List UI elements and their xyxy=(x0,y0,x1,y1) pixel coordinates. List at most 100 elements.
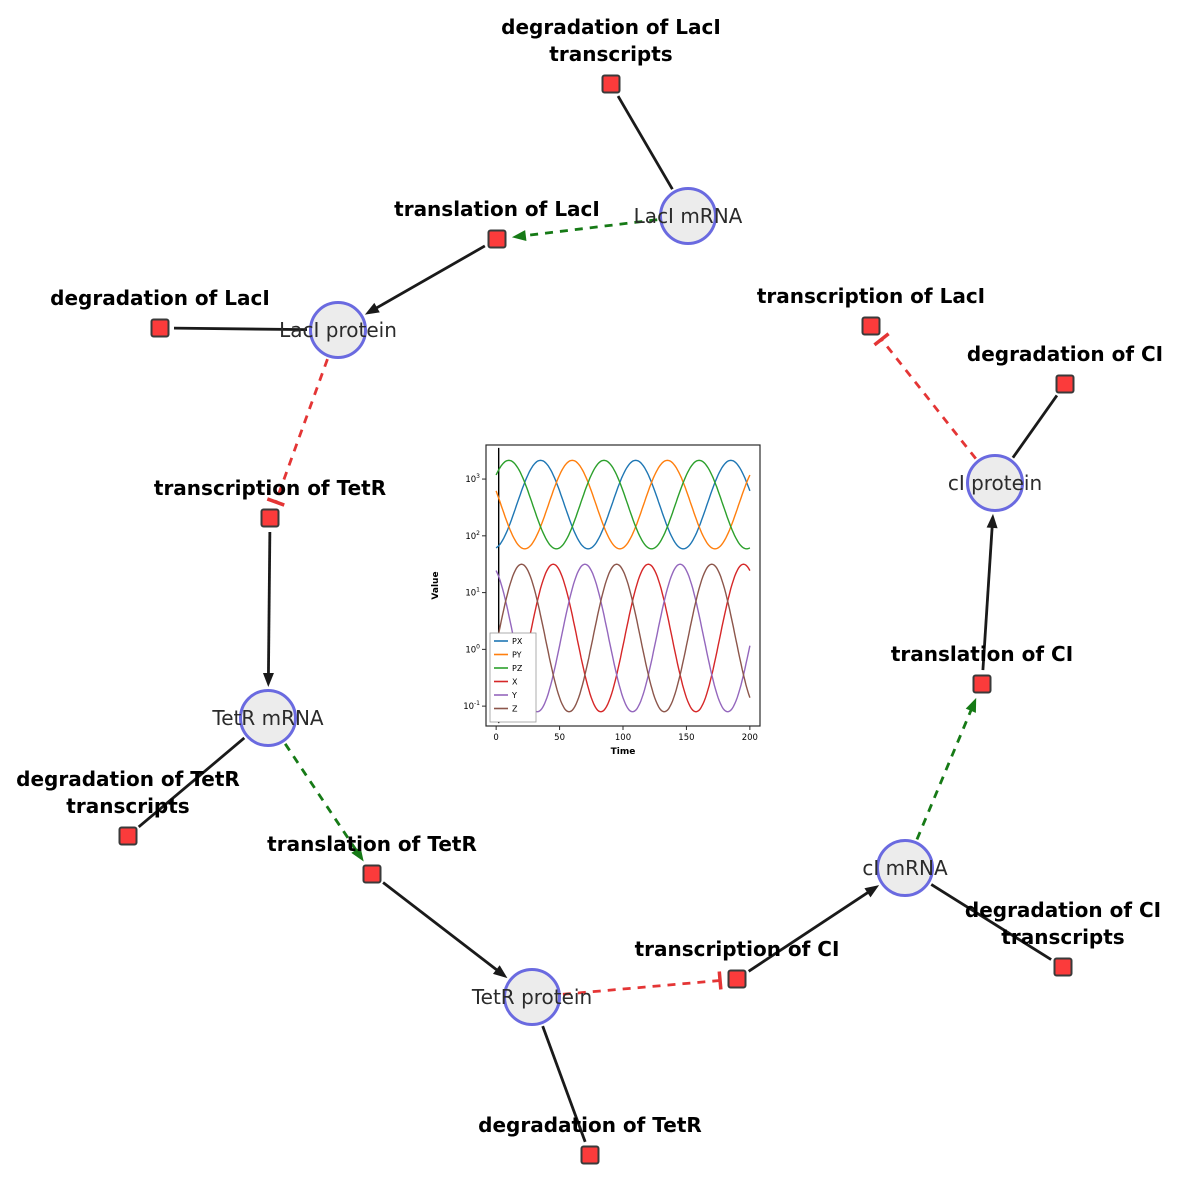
chart-series-Z xyxy=(495,563,751,713)
x-axis-label: Time xyxy=(611,747,636,757)
species-node-ci-mrna[interactable] xyxy=(876,839,934,897)
reaction-label-line: degradation of LacI xyxy=(50,286,270,310)
reaction-label-line: transcripts xyxy=(549,42,673,66)
species-node-ci-protein[interactable] xyxy=(966,454,1024,512)
edge-product-translation-tetr-tetr-protein xyxy=(382,881,501,974)
reaction-label-line: degradation of CI xyxy=(966,342,1164,366)
edge-product-translation-ci-ci-protein xyxy=(981,523,994,671)
arrowhead-icon xyxy=(965,697,977,713)
species-node-laci-protein[interactable] xyxy=(309,301,367,359)
species-label-tetr-mrna: TetR mRNA xyxy=(212,706,324,730)
reaction-label-line: degradation of TetR xyxy=(478,1113,702,1137)
reaction-node-deg-ci-transcripts[interactable] xyxy=(1053,957,1073,977)
inhibition-tbar-icon xyxy=(873,332,890,347)
reaction-node-deg-ci[interactable] xyxy=(1055,374,1075,394)
legend-label-PX: PX xyxy=(512,637,523,646)
reaction-label-translation-ci: translation of CI xyxy=(891,641,1073,668)
species-label-ci-mrna: cI mRNA xyxy=(862,856,948,880)
legend-label-PZ: PZ xyxy=(512,664,523,673)
chart-series-Y xyxy=(495,563,751,713)
arrowhead-icon xyxy=(351,846,364,862)
chart-series-X xyxy=(495,563,751,713)
reaction-label-line: degradation of LacI xyxy=(501,15,721,39)
edge-inhibition-laci-protein-transcription-tetr xyxy=(274,358,329,503)
arrowhead-icon xyxy=(986,513,998,529)
x-tick-label: 100 xyxy=(615,733,631,743)
x-tick-label: 0 xyxy=(493,733,498,743)
reaction-label-deg-ci: degradation of CI xyxy=(967,341,1163,368)
reaction-label-transcription-laci: transcription of LacI xyxy=(757,283,985,310)
reaction-node-translation-ci[interactable] xyxy=(972,674,992,694)
reaction-node-translation-laci[interactable] xyxy=(487,229,507,249)
reaction-label-line: transcripts xyxy=(1001,925,1125,949)
reaction-label-transcription-ci: transcription of CI xyxy=(635,936,840,963)
legend-label-X: X xyxy=(512,677,518,686)
reaction-node-deg-laci-transcripts[interactable] xyxy=(601,74,621,94)
reaction-label-transcription-tetr: transcription of TetR xyxy=(154,475,386,502)
reaction-label-deg-tetr: degradation of TetR xyxy=(478,1112,702,1139)
arrowhead-icon xyxy=(364,302,380,315)
reaction-label-line: degradation of TetR xyxy=(16,767,240,791)
legend-label-Y: Y xyxy=(511,691,517,700)
edge-modifier-tetr-mrna-translation-tetr xyxy=(284,743,360,854)
reaction-label-line: transcription of LacI xyxy=(756,284,986,308)
legend-box xyxy=(489,632,537,723)
species-label-ci-protein: cI protein xyxy=(947,471,1043,495)
species-node-tetr-mrna[interactable] xyxy=(239,689,297,747)
reaction-label-deg-laci-transcripts: degradation of LacI transcripts xyxy=(501,14,721,68)
species-label-tetr-protein: TetR protein xyxy=(471,985,593,1009)
reaction-label-line: translation of CI xyxy=(890,642,1074,666)
species-node-tetr-protein[interactable] xyxy=(503,968,561,1026)
inhibition-tbar-icon xyxy=(717,971,723,990)
chart-series-PY xyxy=(495,459,751,550)
reaction-label-line: transcription of TetR xyxy=(153,476,387,500)
reaction-label-deg-laci: degradation of LacI xyxy=(50,285,270,312)
reaction-label-line: degradation of CI xyxy=(964,898,1162,922)
reaction-label-line: transcripts xyxy=(66,794,190,818)
edge-reactant-laci-mrna-deg-laci-transcripts xyxy=(616,95,674,190)
reaction-label-translation-tetr: translation of TetR xyxy=(267,831,477,858)
reaction-node-transcription-ci[interactable] xyxy=(727,969,747,989)
reaction-label-line: transcription of CI xyxy=(634,937,840,961)
reaction-label-line: translation of TetR xyxy=(267,832,477,856)
species-label-laci-mrna: LacI mRNA xyxy=(633,204,743,228)
reaction-node-translation-tetr[interactable] xyxy=(362,864,382,884)
edge-reactant-tetr-protein-deg-tetr xyxy=(541,1025,587,1143)
edge-reactant-laci-protein-deg-laci xyxy=(173,326,308,332)
arrowhead-icon xyxy=(492,965,508,979)
edge-inhibition-ci-protein-transcription-laci xyxy=(880,338,977,460)
arrowhead-icon xyxy=(864,885,880,898)
reaction-node-transcription-tetr[interactable] xyxy=(260,508,280,528)
chart-series-PX xyxy=(495,459,751,550)
legend-label-PY: PY xyxy=(512,650,522,659)
edge-reactant-tetr-mrna-deg-tetr-transcripts xyxy=(137,736,246,829)
reaction-node-deg-tetr[interactable] xyxy=(580,1145,600,1165)
species-node-laci-mrna[interactable] xyxy=(659,187,717,245)
x-tick-label: 50 xyxy=(554,733,565,743)
edge-inhibition-tetr-protein-transcription-ci xyxy=(562,979,721,996)
x-tick-label: 200 xyxy=(742,733,758,743)
x-tick-label: 150 xyxy=(678,733,694,743)
edge-reactant-ci-protein-deg-ci xyxy=(1011,394,1059,459)
reaction-node-deg-laci[interactable] xyxy=(150,318,170,338)
reaction-label-translation-laci: translation of LacI xyxy=(394,196,600,223)
edge-modifier-laci-mrna-translation-laci xyxy=(521,218,658,238)
inhibition-tbar-icon xyxy=(266,497,285,507)
arrowhead-icon xyxy=(262,672,274,688)
arrowhead-icon xyxy=(511,230,527,241)
y-axis-label: Value xyxy=(431,571,441,599)
reaction-node-transcription-laci[interactable] xyxy=(861,316,881,336)
edge-reactant-ci-mrna-deg-ci-transcripts xyxy=(930,883,1052,961)
legend-label-Z: Z xyxy=(512,704,518,713)
reaction-label-line: translation of LacI xyxy=(394,197,600,221)
chart-series-PZ xyxy=(495,459,751,550)
reaction-node-deg-tetr-transcripts[interactable] xyxy=(118,826,138,846)
edge-product-translation-laci-laci-protein xyxy=(372,244,486,311)
reaction-label-deg-tetr-transcripts: degradation of TetR transcripts xyxy=(16,766,240,820)
reaction-label-deg-ci-transcripts: degradation of CI transcripts xyxy=(965,897,1161,951)
species-label-laci-protein: LacI protein xyxy=(279,318,397,342)
